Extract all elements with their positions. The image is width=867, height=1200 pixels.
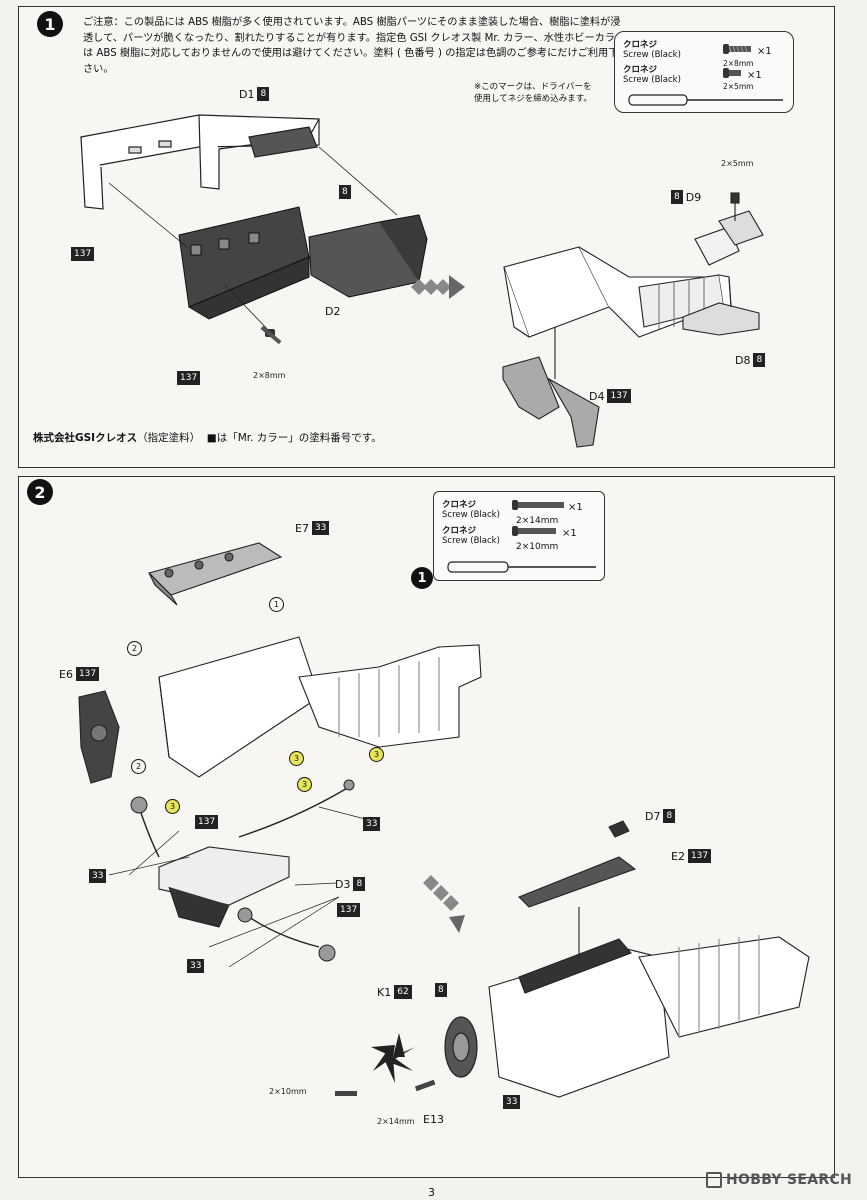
part-label-block-color-2: 137	[195, 815, 219, 829]
screw-legend-icons	[628, 44, 783, 106]
dim-2x8: 2×8mm	[253, 371, 286, 380]
part-label-frame-color: 137	[71, 247, 95, 261]
screw-2-size: 2×5mm	[723, 82, 754, 91]
part-d7	[608, 820, 630, 838]
connectors-step2	[130, 779, 355, 962]
screw-short-icon	[723, 68, 741, 78]
leader-lines-step2	[108, 806, 366, 968]
watermark-logo-icon	[706, 1172, 722, 1188]
part-d4	[502, 327, 600, 448]
screw-1-size: 2×8mm	[723, 59, 754, 68]
marker-3c: 3	[369, 747, 384, 762]
part-e13-pulley	[444, 1016, 478, 1078]
part-d1-frame	[80, 114, 320, 210]
screwdriver-note: ※このマークは、ドライバーを使用してネジを締め込みます。	[474, 82, 592, 104]
dim-2x14: 2×14mm	[377, 1117, 415, 1126]
direction-arrow-step2	[423, 875, 465, 933]
screw-3-qty: ×1	[568, 502, 583, 513]
marker-3d: 3	[289, 751, 304, 766]
screw-4-qty: ×1	[562, 528, 577, 539]
screw-3-size: 2×14mm	[516, 516, 559, 526]
screw-4-size: 2×10mm	[516, 542, 559, 552]
part-label-hose-color: 137	[337, 903, 361, 917]
step-1-number: 1	[37, 11, 63, 37]
assembled-engine-step1	[503, 246, 732, 338]
part-engine-block-dark	[178, 206, 428, 320]
step-2-assembly-drawing	[78, 542, 810, 1098]
screwdriver-icon-step2	[447, 561, 596, 573]
part-e2	[518, 856, 637, 957]
part-label-block-color: 137	[177, 371, 201, 385]
marker-1: 1	[269, 597, 284, 612]
part-k1-fan	[371, 1033, 415, 1083]
guide-lines-step1	[108, 146, 398, 334]
marker-2b: 2	[131, 759, 146, 774]
part-label-engine-color: 8	[339, 185, 351, 199]
screw-2-qty: ×1	[747, 70, 762, 81]
hobby-search-watermark: HOBBY SEARCH	[706, 1172, 852, 1188]
part-label-cable-color: 33	[363, 817, 381, 831]
dim-2x10: 2×10mm	[269, 1087, 307, 1096]
part-label-e13: E13	[423, 1113, 444, 1126]
abs-caution-note: ご注意：この製品には ABS 樹脂が多く使用されています。ABS 樹脂パーツにそ…	[83, 17, 626, 75]
dim-2x5: 2×5mm	[721, 159, 754, 168]
part-e7-cover	[147, 542, 283, 606]
screw-legend-icons-step2	[447, 500, 596, 573]
screw-10mm-icon	[512, 526, 556, 536]
step-1-assembly-drawing	[80, 114, 764, 448]
paint-footer-note: 株式会社GSIクレオス（指定塗料） ■は「Mr. カラー」の塗料番号です。	[33, 432, 382, 444]
part-d9	[694, 192, 764, 266]
part-label-connector-color: 33	[187, 959, 205, 973]
screwdriver-icon	[628, 94, 783, 106]
marker-2a: 2	[127, 641, 142, 656]
page-number: 3	[428, 1186, 435, 1199]
part-d3-oilpan	[158, 846, 290, 928]
step-1-panel: 1 ご注意：この製品には ABS 樹脂が多く使用されています。ABS 樹脂パーツ…	[18, 6, 835, 468]
screw-1-qty: ×1	[757, 46, 772, 57]
part-label-pulley-color: 8	[435, 983, 447, 997]
marker-3b: 3	[297, 777, 312, 792]
part-label-sensor-color: 33	[89, 869, 107, 883]
screw-long-icon	[723, 44, 751, 54]
screw-2x8-icon	[260, 325, 282, 345]
step-2-number: 2	[27, 479, 53, 505]
part-e6	[78, 690, 120, 784]
part-label-hub-color: 33	[503, 1095, 521, 1109]
part-label-d2: D2	[325, 305, 341, 318]
part-d8	[682, 276, 760, 336]
screws-step2	[335, 1079, 436, 1096]
engine-main-step2	[158, 636, 482, 778]
marker-3a: 3	[165, 799, 180, 814]
direction-arrow-step1	[411, 275, 465, 299]
engine-assembled-step2	[488, 935, 810, 1098]
screw-14mm-icon	[512, 500, 564, 510]
ref-step-1-marker: 1	[411, 567, 433, 589]
